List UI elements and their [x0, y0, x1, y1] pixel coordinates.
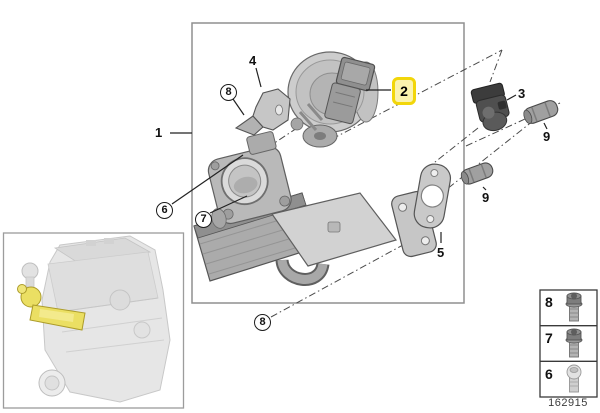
dome-bolt-icon: [566, 364, 582, 393]
bushing-upper: [523, 100, 559, 124]
callout-3[interactable]: 3: [518, 86, 526, 101]
callout-8-bottom-circled[interactable]: 8: [254, 314, 271, 331]
leader-lines: [170, 67, 548, 243]
legend-item-7-label[interactable]: 7: [545, 330, 553, 346]
main-drawing-box: [191, 22, 465, 304]
callout-5[interactable]: 5: [437, 245, 445, 260]
gasket: [413, 163, 452, 229]
engine-thumbnail: [17, 235, 171, 403]
callout-1[interactable]: 1: [155, 125, 163, 140]
callout-4[interactable]: 4: [249, 53, 257, 68]
bushing-lower: [460, 162, 494, 185]
drawing-number: 162915: [548, 397, 588, 409]
flange-bolt-icon: [565, 292, 583, 322]
callout-8-top-circled[interactable]: 8: [220, 84, 237, 101]
callout-9-upper[interactable]: 9: [543, 129, 551, 144]
engine-highlighted-egr-part: [17, 284, 86, 331]
callout-9-lower[interactable]: 9: [482, 190, 490, 205]
exploded-axis-lines: [230, 49, 561, 318]
mounting-bracket: [234, 88, 291, 136]
flange-bolt-icon: [565, 328, 583, 358]
electric-egr-valve: [470, 82, 510, 132]
callout-2-highlighted[interactable]: 2: [392, 77, 416, 105]
legend-item-8-label[interactable]: 8: [545, 294, 553, 310]
callout-6-circled[interactable]: 6: [156, 202, 173, 219]
legend-item-6-label[interactable]: 6: [545, 366, 553, 382]
egr-valve: [287, 51, 379, 148]
fastener-legend-box: [539, 289, 598, 398]
callout-7-circled[interactable]: 7: [195, 211, 212, 228]
